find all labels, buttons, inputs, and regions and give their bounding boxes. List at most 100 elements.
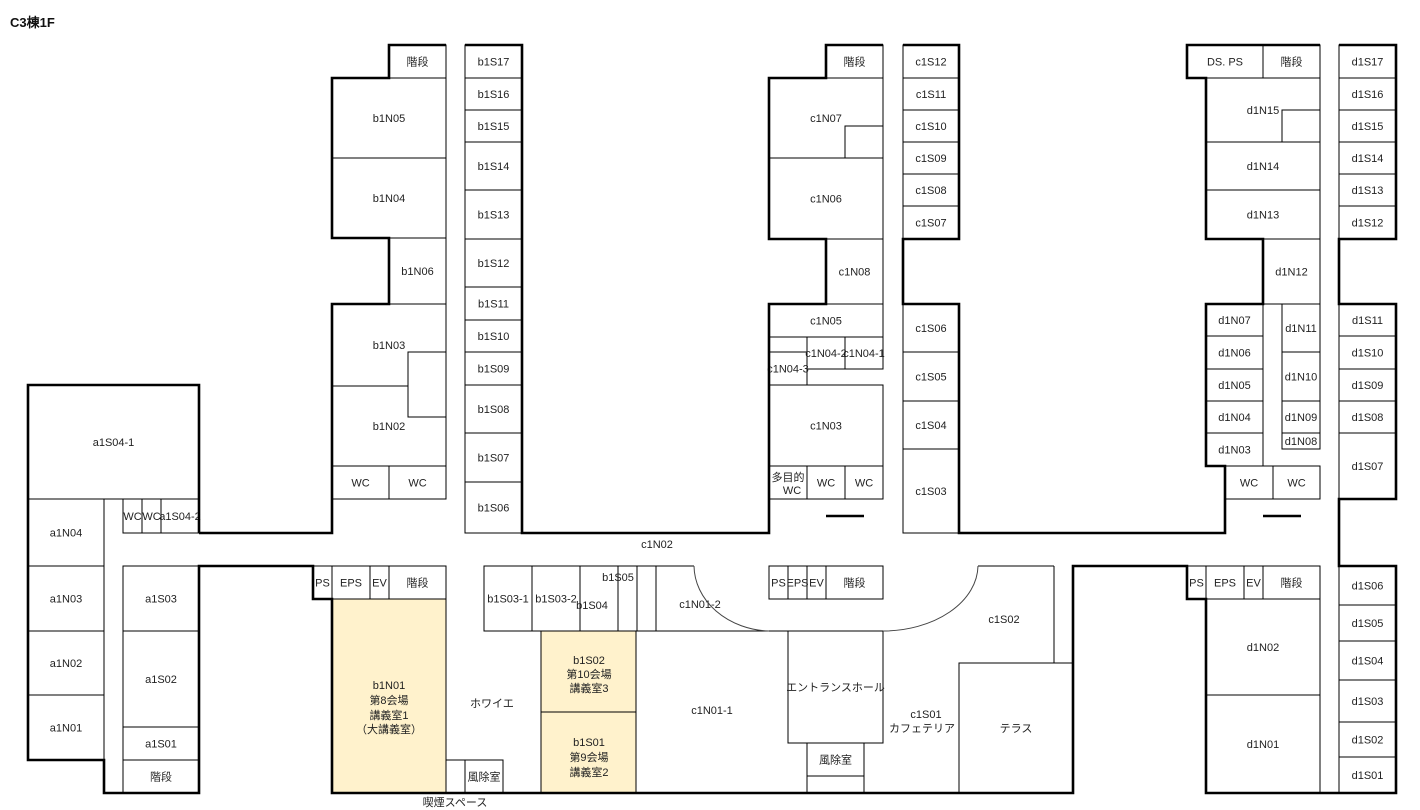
room-partition-room[interactable] bbox=[579, 565, 619, 632]
d1s17-label: d1S17 bbox=[1352, 57, 1384, 69]
a-stairs-room[interactable] bbox=[122, 759, 200, 794]
d-wc2-room[interactable] bbox=[1272, 465, 1321, 500]
d1s06-room[interactable] bbox=[1338, 565, 1397, 606]
c1n06-room[interactable] bbox=[768, 157, 884, 240]
a-stairs-label: 階段 bbox=[150, 770, 172, 784]
c1s07-label: c1S07 bbox=[915, 218, 946, 230]
c-stairs2-room[interactable] bbox=[825, 565, 884, 600]
c1n04-1-room[interactable] bbox=[844, 336, 884, 370]
d1n06-room[interactable] bbox=[1205, 335, 1264, 370]
room-partition-room[interactable] bbox=[540, 711, 637, 794]
d1n10-room[interactable] bbox=[1281, 351, 1321, 402]
c-wc2-room[interactable] bbox=[844, 465, 884, 500]
b-stairs-room[interactable] bbox=[388, 44, 447, 79]
b-stairs-label: 階段 bbox=[407, 55, 429, 69]
entrance-door-arc-left[interactable] bbox=[693, 565, 770, 632]
c1s08-room[interactable] bbox=[902, 173, 960, 207]
d-eps-label: EPS bbox=[1214, 578, 1236, 590]
a1n03-label: a1N03 bbox=[50, 594, 82, 606]
d1n04-label: d1N04 bbox=[1218, 412, 1250, 424]
d1s08-room[interactable] bbox=[1338, 400, 1397, 434]
b-stairs2-room[interactable] bbox=[388, 565, 447, 600]
b-eps-room[interactable] bbox=[331, 565, 371, 600]
b1n05-room[interactable] bbox=[331, 77, 447, 159]
c1s06-room[interactable] bbox=[902, 303, 960, 353]
c-ev-label: EV bbox=[809, 578, 824, 590]
d1s02-room[interactable] bbox=[1338, 721, 1397, 758]
room-partition-room[interactable] bbox=[1281, 109, 1321, 143]
b1s01-room-label: 講義室2 bbox=[569, 765, 608, 779]
room-partition-room[interactable] bbox=[331, 598, 447, 794]
entrance-door-arc-right[interactable] bbox=[882, 565, 979, 632]
c1n06-label: c1N06 bbox=[810, 194, 842, 206]
d1s13-room[interactable] bbox=[1338, 173, 1397, 207]
c1s09-room[interactable] bbox=[902, 141, 960, 175]
d1n05-room[interactable] bbox=[1205, 368, 1264, 402]
b1s13-room[interactable] bbox=[464, 189, 523, 240]
b-ev-label: EV bbox=[372, 578, 387, 590]
b1s11-room[interactable] bbox=[464, 286, 523, 321]
d-wc1-room[interactable] bbox=[1224, 465, 1274, 500]
room-partition-room[interactable] bbox=[844, 125, 884, 159]
b1s08-room[interactable] bbox=[464, 384, 523, 434]
d1s09-room[interactable] bbox=[1338, 368, 1397, 402]
d1s04-label: d1S04 bbox=[1352, 656, 1384, 668]
d1n13-room[interactable] bbox=[1205, 189, 1321, 240]
b1s15-room[interactable] bbox=[464, 109, 523, 143]
d-dsps-room[interactable] bbox=[1186, 44, 1264, 79]
a1n02-room[interactable] bbox=[27, 630, 105, 696]
d1n03-room[interactable] bbox=[1205, 432, 1264, 467]
b-windbreak-room[interactable] bbox=[464, 759, 504, 794]
room-partition-room[interactable] bbox=[445, 759, 466, 794]
a1n01-room[interactable] bbox=[27, 694, 105, 761]
c1s11-label: c1S11 bbox=[916, 89, 946, 101]
c1s03-room[interactable] bbox=[902, 448, 960, 534]
d-stairs-room[interactable] bbox=[1262, 44, 1321, 79]
c-windbreak-room[interactable] bbox=[806, 742, 865, 777]
b-windbreak-label: 風除室 bbox=[468, 770, 501, 784]
c-stairs-label: 階段 bbox=[844, 55, 866, 69]
d1n01-room[interactable] bbox=[1205, 694, 1321, 794]
room-partition-room[interactable] bbox=[806, 775, 865, 794]
d-stairs2-room[interactable] bbox=[1262, 565, 1321, 600]
room-partition-room[interactable] bbox=[636, 565, 657, 632]
floor-title: C3棟1F bbox=[10, 15, 55, 30]
d1n14-room[interactable] bbox=[1205, 141, 1321, 191]
c1s12-room[interactable] bbox=[902, 44, 960, 79]
d1s10-room[interactable] bbox=[1338, 335, 1397, 370]
b-wc2-room[interactable] bbox=[388, 465, 447, 500]
smoking-label: 喫煙スペース bbox=[423, 796, 488, 809]
room-partition-room[interactable] bbox=[407, 351, 447, 418]
b1s17-room[interactable] bbox=[464, 44, 523, 79]
b-wc1-room[interactable] bbox=[331, 465, 390, 500]
a1s04-2-label: a1S04-2 bbox=[159, 511, 201, 523]
b1n02-label: b1N02 bbox=[373, 421, 405, 433]
entrance-room[interactable] bbox=[787, 630, 884, 744]
d1n06-label: d1N06 bbox=[1218, 348, 1250, 360]
b1s03-1-room[interactable] bbox=[483, 565, 533, 632]
c1n08-label: c1N08 bbox=[839, 267, 871, 279]
a1s04-2-room[interactable] bbox=[160, 498, 200, 534]
d-stairs-label: 階段 bbox=[1281, 55, 1303, 69]
b1s06-room[interactable] bbox=[464, 481, 523, 534]
b1s09-room[interactable] bbox=[464, 351, 523, 386]
c-wc1-room[interactable] bbox=[806, 465, 846, 500]
b1n04-room[interactable] bbox=[331, 157, 447, 239]
d1n07-room[interactable] bbox=[1205, 303, 1264, 337]
a1s02-room[interactable] bbox=[122, 630, 200, 728]
b1s02-id-label: b1S02 bbox=[573, 655, 605, 667]
d1n12-room[interactable] bbox=[1262, 238, 1321, 305]
d1s01-room[interactable] bbox=[1338, 756, 1397, 794]
c1n04-2-room[interactable] bbox=[806, 336, 846, 370]
exterior-wall bbox=[465, 43, 883, 535]
c1n08-room[interactable] bbox=[825, 238, 884, 305]
c1n04-3-room[interactable] bbox=[768, 351, 808, 386]
room-partition-room[interactable] bbox=[768, 336, 808, 353]
d1n09-room[interactable] bbox=[1281, 400, 1321, 434]
a-wc1-label: WC bbox=[123, 511, 141, 523]
b1s03-2-label: b1S03-2 bbox=[535, 594, 577, 606]
d1n04-room[interactable] bbox=[1205, 400, 1264, 434]
d1n08-room[interactable] bbox=[1281, 432, 1321, 450]
d1n11-room[interactable] bbox=[1281, 303, 1321, 353]
